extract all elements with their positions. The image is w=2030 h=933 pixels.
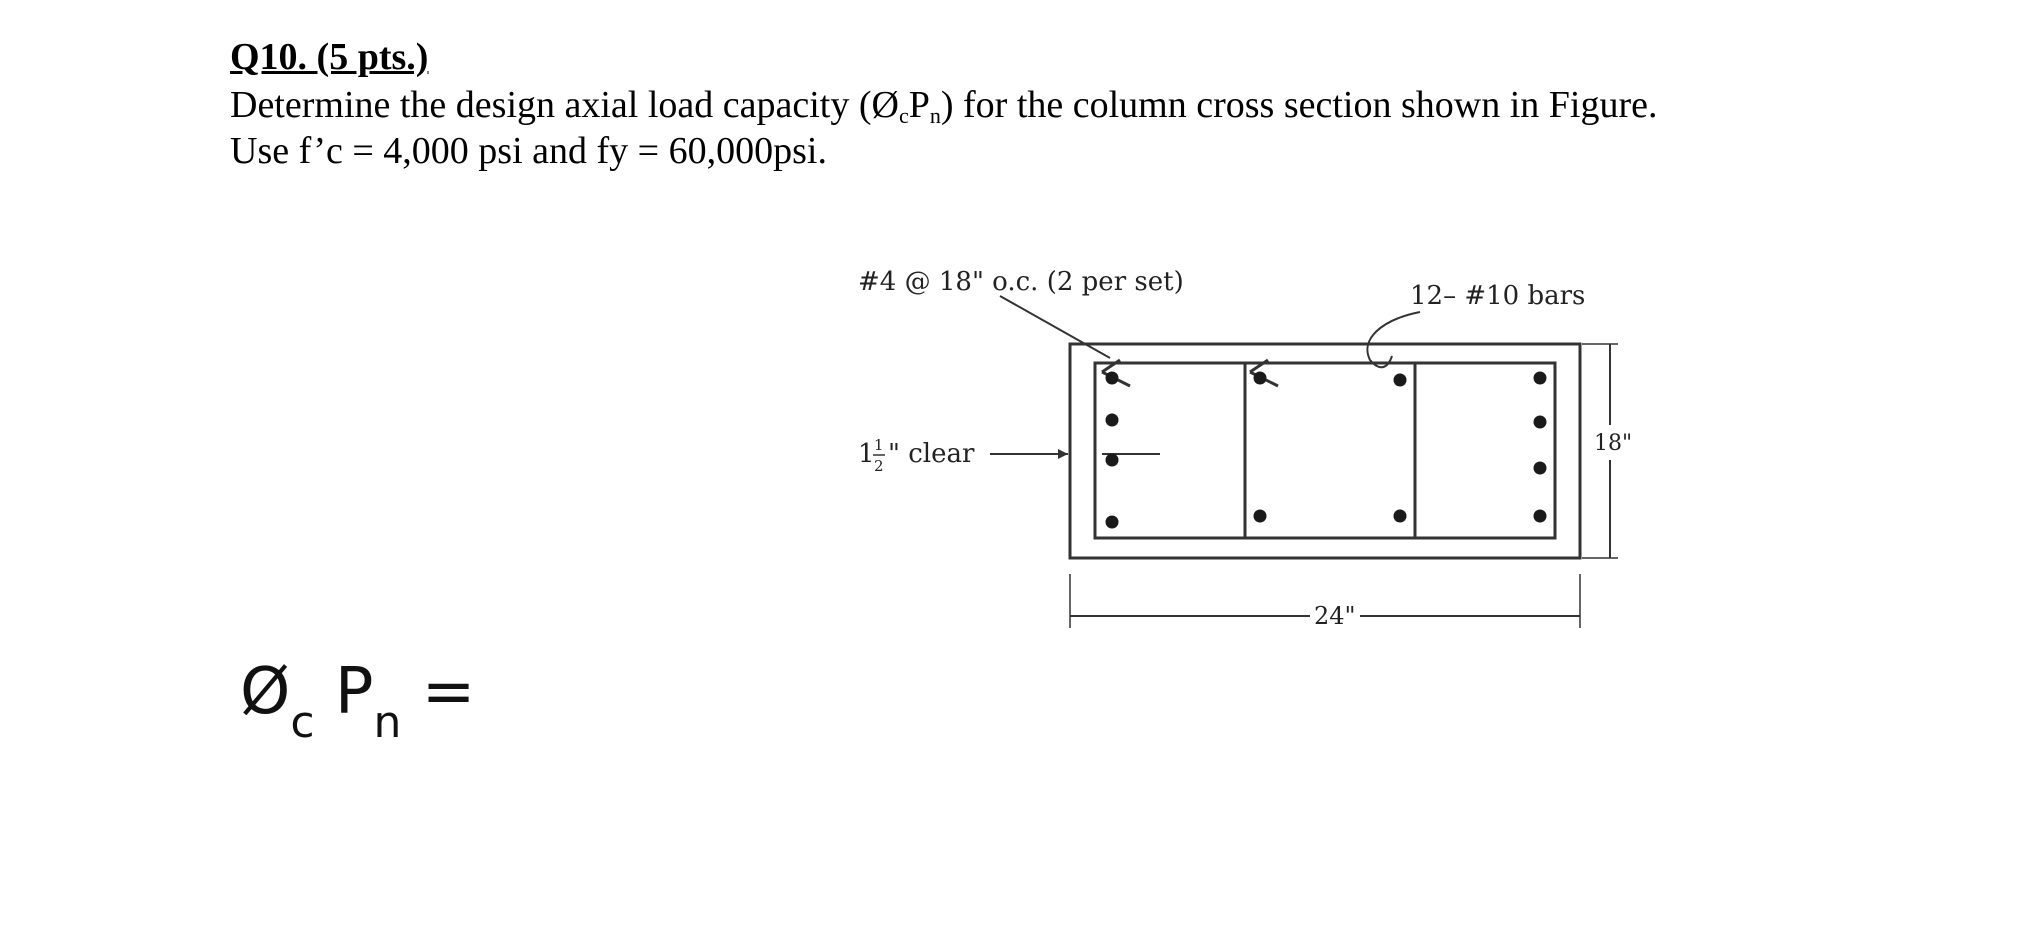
question-text-pre: Determine the design axial load capacity…: [230, 84, 899, 126]
rebar: [1253, 509, 1267, 523]
rebar: [1253, 371, 1267, 385]
answer-line: Øc Pn =: [240, 660, 475, 745]
clear-num: 1: [874, 436, 884, 454]
answer-sub-n: n: [373, 697, 402, 748]
answer-phi: Ø: [240, 655, 291, 729]
inner-tie: [1243, 361, 1417, 540]
question-text-line-1: Determine the design axial load capacity…: [230, 86, 1657, 127]
rebar: [1393, 509, 1407, 523]
rebar: [1533, 461, 1547, 475]
bars-label: 12– #10 bars: [1410, 281, 1585, 311]
rebar: [1105, 371, 1119, 385]
column-outline: [1068, 342, 1582, 560]
rebar: [1105, 515, 1119, 529]
height-label: 18": [1594, 431, 1632, 456]
rebar: [1393, 373, 1407, 387]
clear-den: 2: [874, 457, 884, 475]
tie-label: #4 @ 18" o.c. (2 per set): [858, 267, 1184, 297]
clear-text: " clear: [888, 439, 975, 469]
answer-equals: =: [421, 655, 476, 729]
rebar: [1533, 371, 1547, 385]
answer-sub-c: c: [290, 697, 315, 748]
width-label: 24": [1314, 602, 1356, 630]
outer-tie: [1093, 361, 1557, 540]
rebar: [1105, 413, 1119, 427]
answer-p: P: [334, 655, 374, 729]
column-cross-section-figure: #4 @ 18" o.c. (2 per set) 12– #10 bars 1…: [840, 260, 1640, 640]
bars-leader-line: [1366, 311, 1421, 369]
question-heading: Q10. (5 pts.): [230, 36, 429, 78]
question-sub-c: c: [898, 103, 909, 128]
question-text-post: ) for the column cross section shown in …: [940, 84, 1658, 126]
clear-whole: 1: [858, 439, 875, 469]
question-p: P: [908, 84, 930, 126]
column-cross-section-svg: #4 @ 18" o.c. (2 per set) 12– #10 bars 1…: [858, 267, 1632, 630]
rebar: [1533, 415, 1547, 429]
question-sub-n: n: [929, 103, 941, 128]
tie-leader-line: [999, 295, 1111, 359]
clear-arrowhead: [1058, 449, 1068, 459]
rebar: [1533, 509, 1547, 523]
question-text-line-2: Use f’c = 4,000 psi and fy = 60,000psi.: [230, 130, 827, 172]
rebar: [1105, 453, 1119, 467]
